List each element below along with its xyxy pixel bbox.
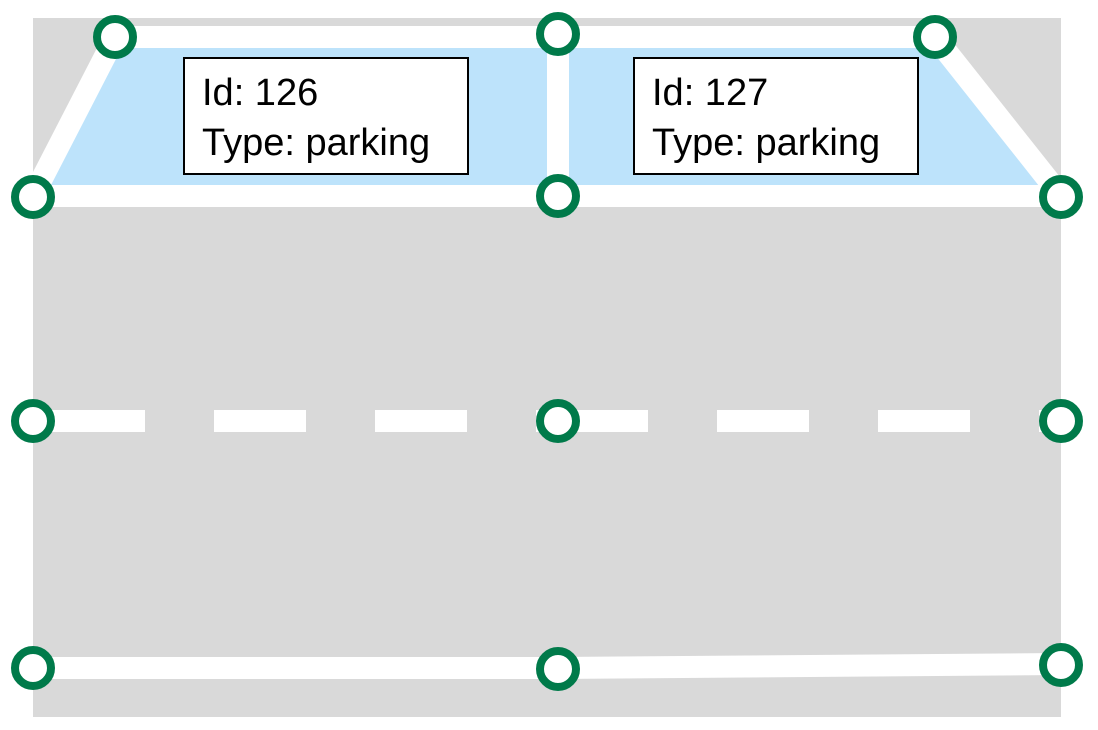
label-box — [633, 57, 919, 175]
label-type-text: Type: parking — [652, 122, 880, 164]
node-parking-right[interactable] — [1039, 175, 1083, 219]
graph-nodes — [11, 12, 1083, 691]
node-bottom-right[interactable] — [1039, 643, 1083, 687]
node-bottom-middle[interactable] — [536, 647, 580, 691]
node-top-right[interactable] — [913, 15, 957, 59]
label-box — [183, 57, 469, 175]
node-parking-left[interactable] — [11, 175, 55, 219]
label-id-text: Id: 126 — [202, 72, 318, 114]
node-bottom-left[interactable] — [11, 646, 55, 690]
node-top-left[interactable] — [93, 15, 137, 59]
label-type-text: Type: parking — [202, 122, 430, 164]
node-top-middle[interactable] — [536, 12, 580, 56]
node-center-middle[interactable] — [536, 399, 580, 443]
node-center-left[interactable] — [11, 399, 55, 443]
node-center-right[interactable] — [1039, 399, 1083, 443]
parking-label-126: Id: 126 Type: parking — [183, 57, 469, 175]
parking-label-127: Id: 127 Type: parking — [633, 57, 919, 175]
node-parking-middle[interactable] — [536, 174, 580, 218]
label-id-text: Id: 127 — [652, 72, 768, 114]
